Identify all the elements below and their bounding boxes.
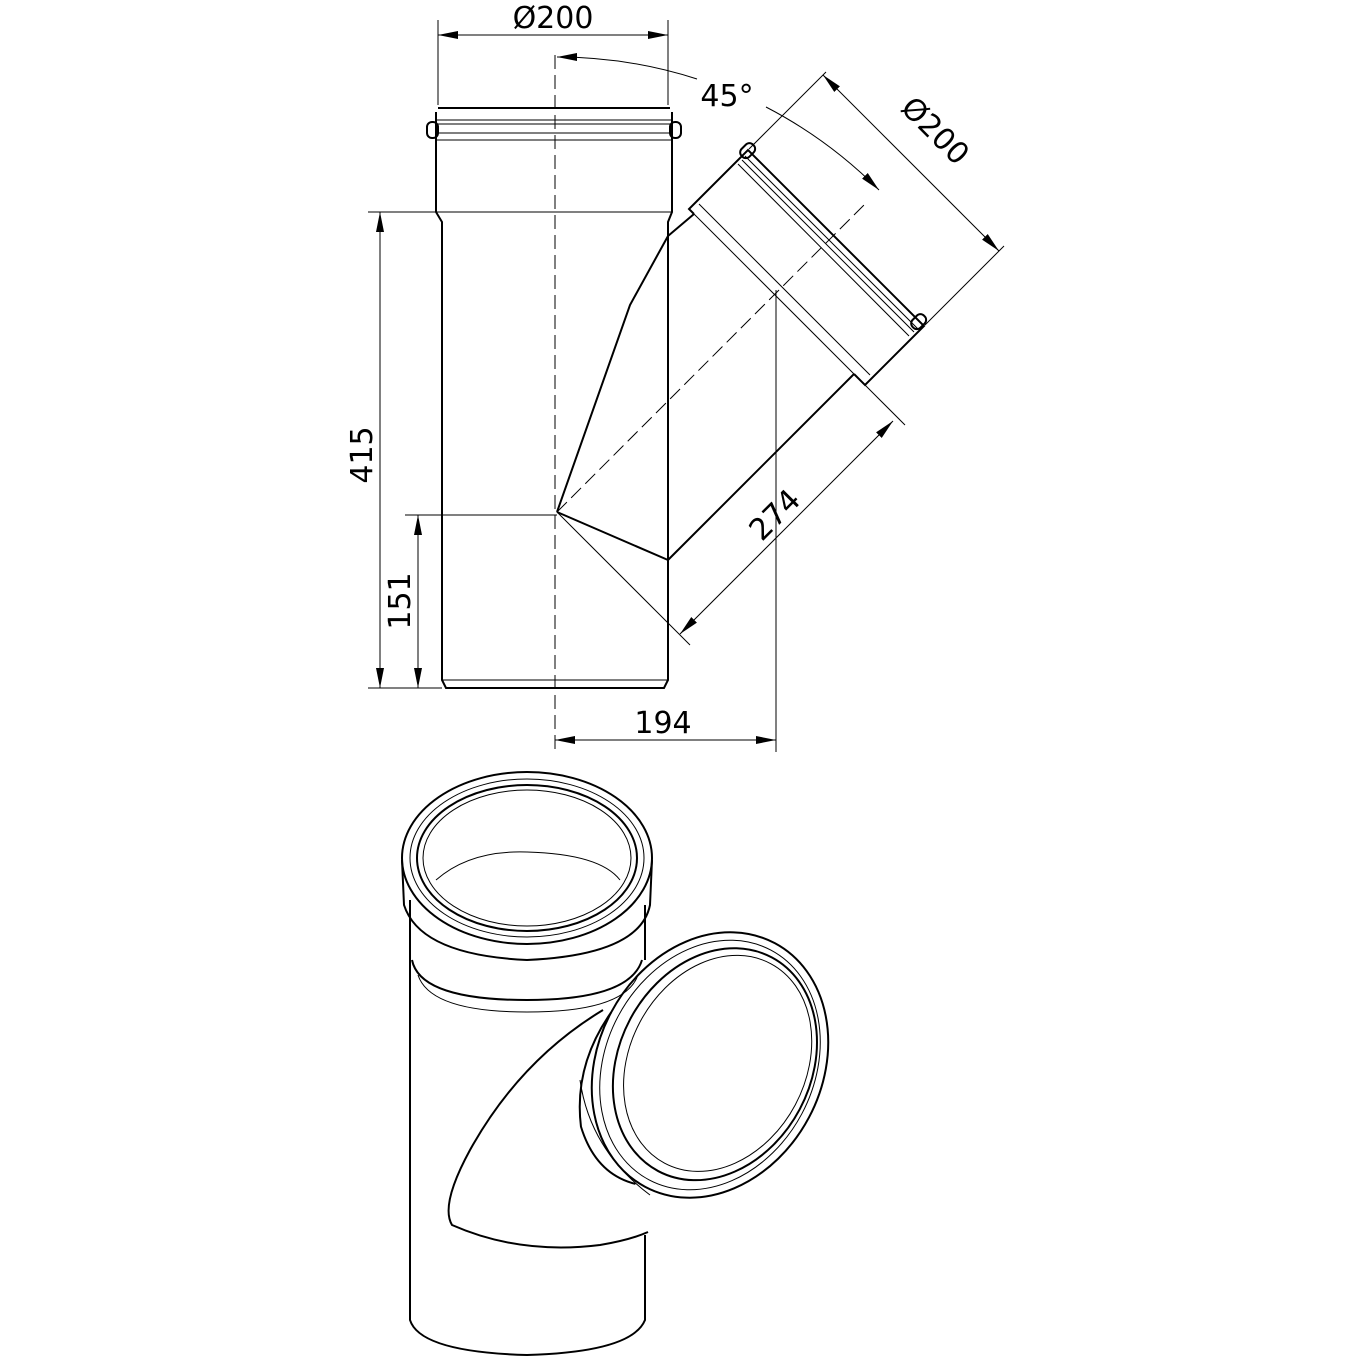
isometric-view (401, 771, 830, 1357)
dimension-angle: 45° (556, 52, 880, 191)
dimension-branch-offset: 194 (555, 290, 777, 752)
svg-text:151: 151 (383, 572, 418, 629)
svg-text:274: 274 (743, 483, 808, 548)
svg-text:194: 194 (634, 706, 691, 741)
dimension-overall-height: 415 (345, 211, 442, 689)
branch-pipe-side-view (556, 142, 928, 680)
svg-text:45°: 45° (700, 79, 753, 114)
dimension-branch-height: 151 (383, 514, 557, 688)
svg-text:Ø200: Ø200 (894, 90, 976, 172)
main-pipe-side-view (426, 55, 682, 750)
svg-text:415: 415 (345, 426, 380, 483)
branch-centerline (556, 202, 867, 513)
dimension-main-diameter: Ø200 (437, 1, 669, 105)
svg-text:Ø200: Ø200 (513, 1, 594, 36)
dimension-branch-length: 274 (679, 376, 906, 635)
